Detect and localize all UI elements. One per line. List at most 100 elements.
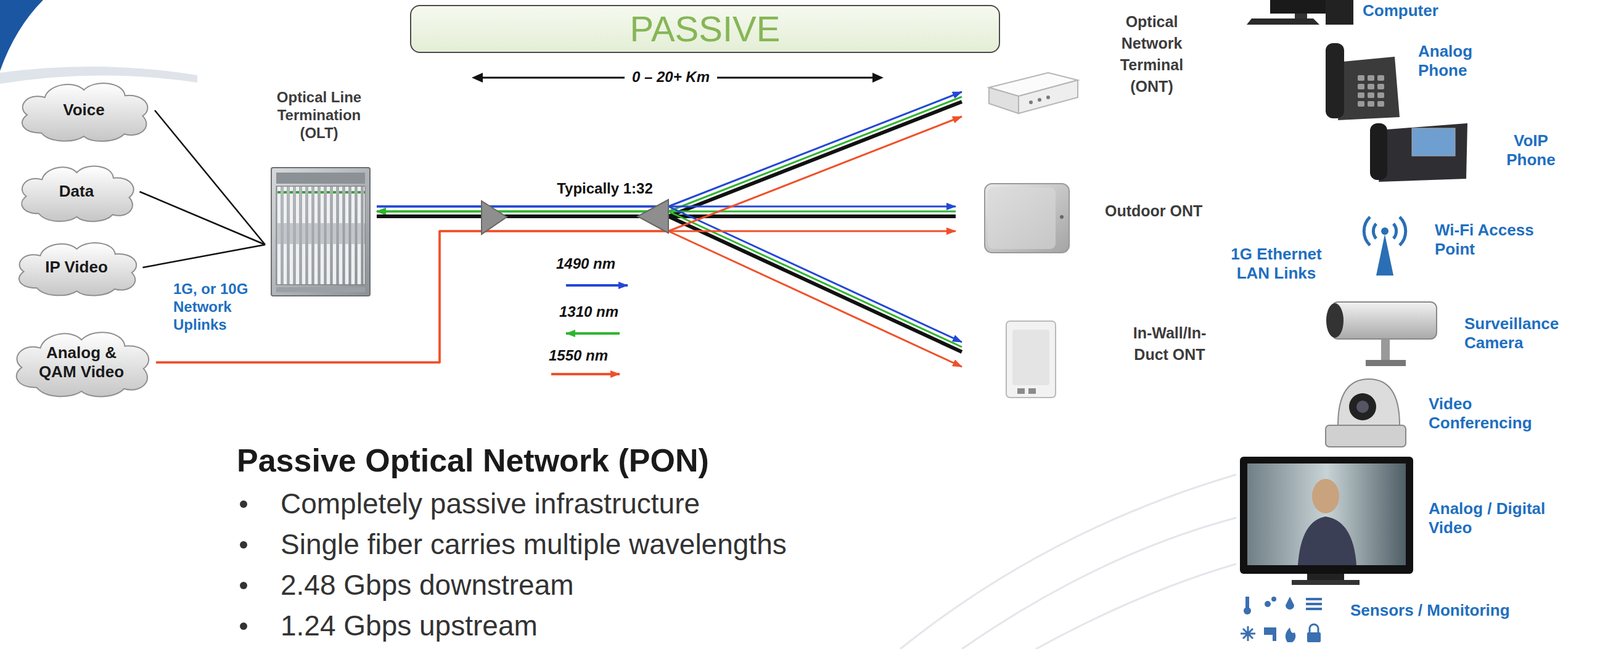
wavelength-label: 1490 nm	[556, 255, 616, 274]
uplink-label: 1G, or 10G Network Uplinks	[173, 280, 260, 334]
text-block: Voice	[62, 100, 105, 120]
tv-foot	[1291, 580, 1360, 586]
fiber-cable	[376, 206, 962, 353]
bullet-text: 1.24 Gbps upstream	[280, 609, 538, 644]
lan-label: 1G Ethernet LAN Links	[1223, 244, 1329, 284]
uplink-line	[139, 191, 266, 245]
conference-camera-base	[1325, 425, 1406, 448]
olt-node: Optical Line Termination (OLT)	[265, 86, 377, 300]
fiber-cable	[376, 101, 962, 217]
wifi-wave	[1393, 223, 1397, 239]
drop-icon	[1285, 596, 1295, 610]
outdoor-ont-face	[987, 187, 1056, 250]
conference-camera-glass	[1356, 400, 1369, 414]
computer-tower	[1325, 0, 1354, 25]
computer-keyboard	[1246, 18, 1320, 25]
uplink-line	[154, 110, 266, 245]
computer-monitor	[1270, 0, 1332, 14]
text-block: PASSIVE	[630, 9, 781, 49]
cloud-shape	[22, 83, 148, 142]
tv-frame	[1239, 456, 1414, 575]
text-block: Data	[59, 181, 94, 202]
wifi-antenna-tip	[1381, 227, 1389, 235]
cloud-shape	[18, 242, 136, 296]
wavelength-arrow	[551, 373, 620, 376]
bullet-dots	[239, 500, 248, 631]
node-text: PASSIVE	[630, 9, 781, 49]
rf-video-fiber	[155, 231, 962, 367]
ont-router-front	[1018, 80, 1078, 114]
voip-phone-screen	[1411, 128, 1456, 156]
wave-icon	[1305, 603, 1322, 606]
bullet-text: 2.48 Gbps downstream	[280, 568, 575, 603]
cloud-shape	[16, 332, 149, 397]
node-text: In-Wall/In-Duct ONT	[1123, 322, 1216, 366]
inwall-ont-panel	[1012, 329, 1050, 386]
wavelength-label: 1550 nm	[548, 347, 608, 366]
uplink-line	[143, 244, 266, 268]
text-block: Outdoor ONT	[1104, 200, 1210, 222]
bullet-dot	[239, 622, 248, 631]
text-block: Optical Network Terminal (ONT)	[1108, 11, 1195, 98]
ont-led	[1037, 98, 1042, 102]
ont-led	[1046, 95, 1051, 100]
zone-band: PASSIVE	[410, 4, 1001, 54]
voip-phone-handset	[1370, 123, 1388, 181]
swoosh-line	[900, 474, 1237, 649]
door-icon	[1263, 627, 1277, 642]
sensor-icons	[1240, 596, 1322, 643]
node-text: Data	[59, 181, 94, 202]
surveillance-camera-mount	[1365, 360, 1406, 367]
connector-group	[139, 91, 963, 367]
wifi-antenna	[1376, 234, 1394, 276]
node-text: Optical Network Terminal (ONT)	[1108, 11, 1195, 98]
node-text: Analog & QAM Video	[35, 343, 128, 382]
node-text: Outdoor ONT	[1104, 200, 1210, 222]
inwall-ont-port	[1017, 388, 1025, 394]
downstream-fiber	[376, 206, 962, 343]
uplink-line	[139, 191, 266, 245]
uplink-line	[154, 110, 266, 245]
downstream-fiber	[376, 91, 962, 207]
wavelength-arrow	[566, 284, 628, 287]
split-ratio: Typically 1:32	[556, 180, 653, 198]
flame-icon	[1285, 627, 1297, 643]
wifi-waves	[1363, 217, 1406, 246]
fiber-cable	[376, 216, 962, 353]
device-label: Computer	[1362, 1, 1439, 21]
device-label: Sensors / Monitoring	[1350, 601, 1510, 621]
service-cloud: Data	[13, 159, 140, 225]
bullet-dot	[239, 500, 248, 509]
device-label: Surveillance Camera	[1464, 314, 1567, 353]
rf-video-fiber	[155, 116, 962, 363]
uplink-line	[143, 244, 266, 268]
node-text: Voice	[62, 100, 105, 120]
wifi-wave	[1399, 217, 1406, 246]
bullet-dot	[239, 582, 248, 590]
olt-chassis	[271, 167, 370, 296]
diagram-title: Passive Optical Network (PON)	[236, 441, 710, 480]
tv-picture-face	[1312, 479, 1340, 514]
service-cloud: Voice	[12, 76, 155, 145]
distance-label: 0 – 20+ Km	[624, 68, 718, 87]
tv-stand	[1307, 574, 1345, 581]
header-band	[0, 66, 198, 84]
drop-icon	[1271, 596, 1277, 602]
upstream-fiber	[376, 96, 962, 212]
tv-picture-body	[1297, 516, 1357, 566]
distance-arrowhead	[471, 72, 483, 83]
analog-phone-body	[1337, 56, 1400, 121]
olt-line-cards	[276, 186, 366, 285]
surveillance-camera-lens	[1326, 303, 1344, 338]
device-label: Analog Phone	[1418, 41, 1486, 81]
lock-icon	[1307, 632, 1321, 643]
device-label: Analog / Digital Video	[1428, 499, 1562, 538]
ont-node: In-Wall/In-Duct ONT	[961, 317, 1221, 401]
device-label: VoIP Phone	[1500, 131, 1562, 170]
rf-video-fiber	[155, 116, 962, 363]
wifi-wave	[1363, 217, 1371, 246]
wave-icon	[1305, 598, 1322, 601]
wavelength-label: 1310 nm	[559, 303, 619, 322]
